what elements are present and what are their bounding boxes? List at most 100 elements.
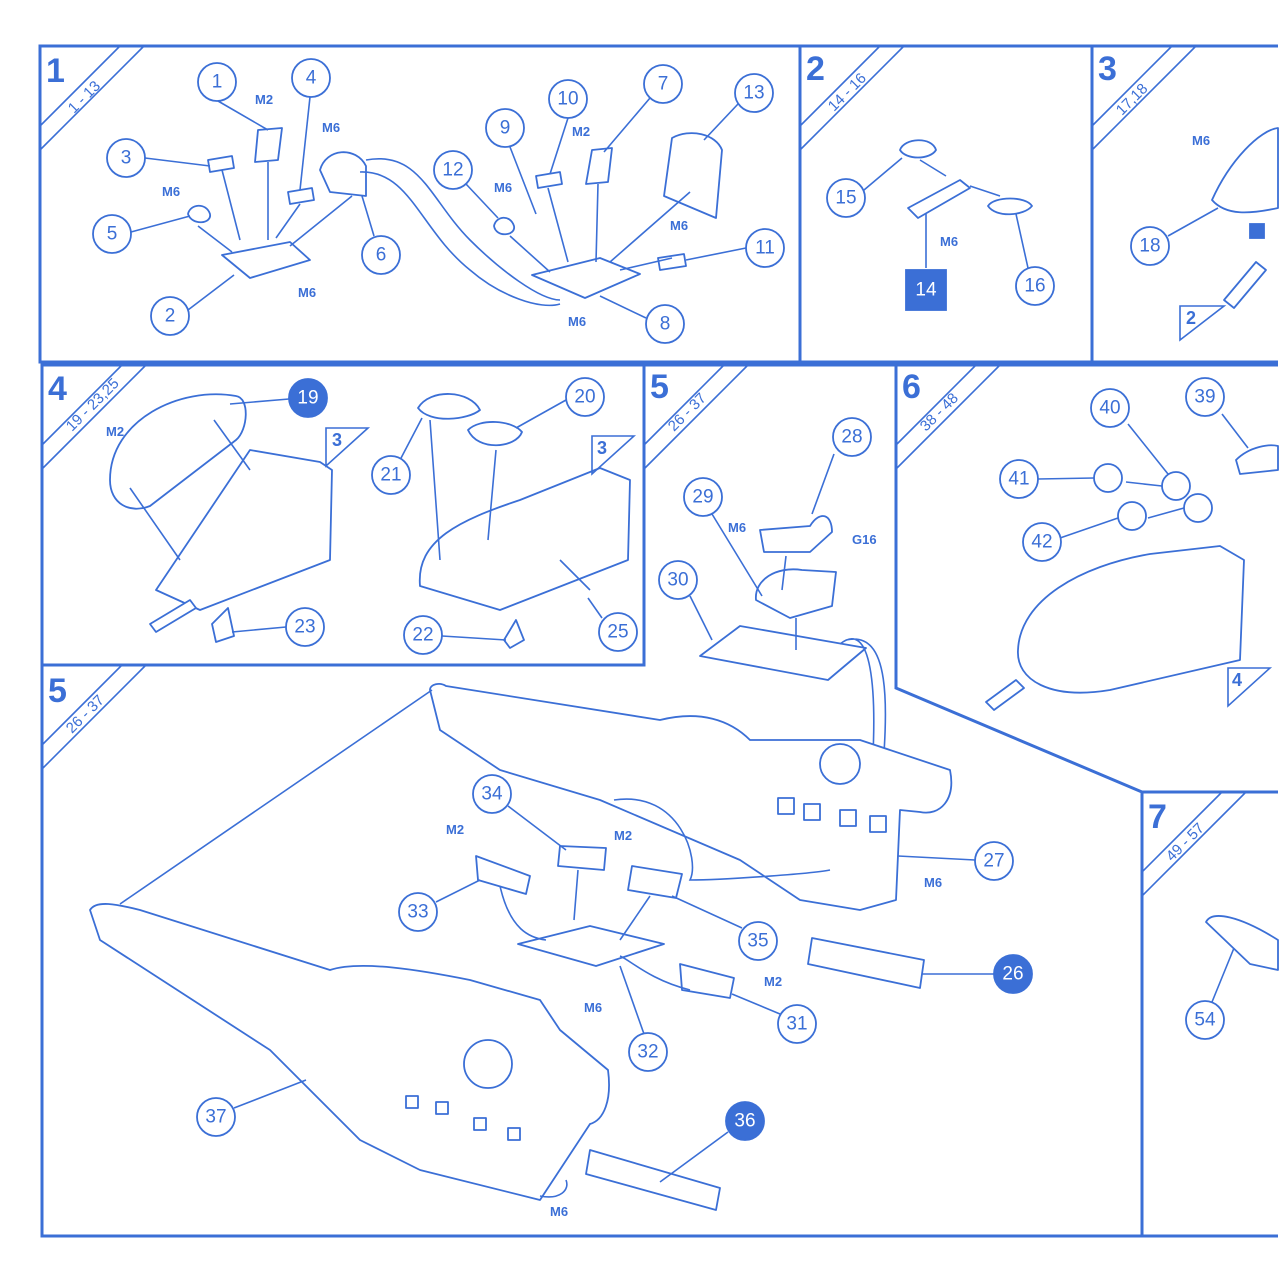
part-circle xyxy=(1022,522,1062,562)
leader xyxy=(703,103,739,141)
part-number: 5 xyxy=(107,224,118,245)
part-number: 36 xyxy=(734,1111,755,1132)
ref-triangle xyxy=(591,435,637,476)
part-circle xyxy=(92,214,132,254)
part-number: 3 xyxy=(121,148,132,169)
leader xyxy=(685,247,747,261)
step-number: 2 xyxy=(806,50,825,88)
part-callouts: 1 2 3 4 5 6 7 8 9 xyxy=(92,58,785,344)
step-3-drawing: 18 M6 2 xyxy=(1130,127,1279,342)
code-label: M6 xyxy=(728,520,746,535)
part-circle xyxy=(999,459,1039,499)
leader xyxy=(587,597,603,619)
ref-triangle xyxy=(1227,667,1273,708)
tab-diagonal xyxy=(799,45,881,127)
leader xyxy=(1167,207,1219,237)
code-label: M6 xyxy=(162,184,180,199)
step-reference: 4 xyxy=(1232,670,1242,690)
part-20 xyxy=(467,421,523,447)
seat-33 xyxy=(475,855,531,895)
assembly-lines xyxy=(1125,481,1185,519)
part-circle xyxy=(1185,377,1225,417)
leader xyxy=(515,399,567,429)
code-label: M2 xyxy=(614,828,632,843)
gear-23 xyxy=(211,607,235,643)
leader xyxy=(1211,947,1235,1003)
leader xyxy=(130,215,191,233)
assembly-lines xyxy=(129,419,251,561)
leader xyxy=(897,855,976,861)
gun-barrel xyxy=(149,599,197,633)
nose-section xyxy=(1211,127,1279,214)
tab-diagonal xyxy=(799,45,905,151)
step-reference: 3 xyxy=(597,438,607,458)
code-label: M6 xyxy=(940,234,958,249)
part-number: 31 xyxy=(786,1014,807,1035)
window xyxy=(507,1127,521,1141)
part-number: 1 xyxy=(212,72,223,93)
assembly-lines xyxy=(499,869,691,991)
small-block xyxy=(535,171,563,189)
part-circle xyxy=(403,615,443,655)
part-number: 13 xyxy=(743,83,764,104)
step-number: 3 xyxy=(1098,50,1117,88)
leader xyxy=(229,398,290,405)
gun-barrel xyxy=(1223,261,1267,309)
window xyxy=(869,815,887,833)
gun-barrel xyxy=(985,679,1025,711)
fuselage-front-2 xyxy=(419,467,631,611)
porthole xyxy=(819,743,861,785)
part-number: 11 xyxy=(755,238,775,259)
part-number: 40 xyxy=(1099,398,1120,419)
tab-diagonal xyxy=(41,664,147,770)
panel-step-3 xyxy=(1090,44,1278,364)
part-number: 8 xyxy=(660,314,671,335)
leader xyxy=(811,453,835,515)
tab-diagonal xyxy=(1091,45,1173,127)
leader xyxy=(231,626,287,633)
part-circle xyxy=(485,108,525,148)
leader xyxy=(144,157,211,167)
code-label: M6 xyxy=(924,875,942,890)
route-line xyxy=(613,798,831,881)
part-circle xyxy=(291,58,331,98)
small-block xyxy=(287,187,315,205)
gun-barrel xyxy=(907,179,971,219)
tab-diagonal xyxy=(1141,791,1247,897)
part-number: 14 xyxy=(915,280,937,301)
part-circle xyxy=(196,1097,236,1137)
leader xyxy=(711,513,763,597)
leader xyxy=(689,595,713,641)
panel-step-5a xyxy=(642,363,896,665)
panel-13 xyxy=(663,132,723,219)
leader xyxy=(731,993,781,1015)
code-label: M2 xyxy=(255,92,273,107)
fuselage-front-3 xyxy=(1017,545,1245,694)
assembly-lines xyxy=(509,183,691,273)
step-number: 4 xyxy=(48,370,67,408)
seat-31 xyxy=(679,963,735,999)
knob xyxy=(187,204,211,224)
step-range: 1 - 13 xyxy=(65,78,104,117)
part-number: 30 xyxy=(667,570,688,591)
leader xyxy=(509,146,537,215)
part-number: 7 xyxy=(658,74,669,95)
step-6-drawing: 40 39 41 42 4 xyxy=(985,377,1279,711)
panel-frames xyxy=(38,44,1278,1238)
part-circle xyxy=(826,178,866,218)
step-number: 5 xyxy=(650,368,669,406)
part-circle xyxy=(974,841,1014,881)
part-number: 18 xyxy=(1139,236,1160,257)
leader xyxy=(1127,423,1169,475)
tab-diagonal xyxy=(895,364,977,446)
window-strip-26 xyxy=(807,937,925,989)
leader xyxy=(1037,477,1095,480)
assembly-lines xyxy=(919,159,1001,197)
marker-square xyxy=(1249,223,1265,239)
part-number: 34 xyxy=(481,784,503,805)
code-label: M6 xyxy=(670,218,688,233)
part-circle xyxy=(433,150,473,190)
window xyxy=(839,809,857,827)
tail-rotor-blade xyxy=(1205,915,1279,971)
